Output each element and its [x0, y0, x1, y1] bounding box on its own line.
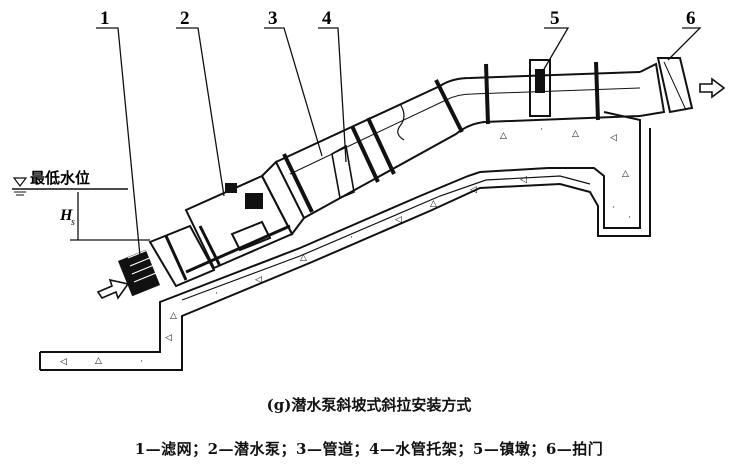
- svg-text:△: △: [170, 311, 177, 321]
- leader-lines: [96, 27, 702, 257]
- water-level-label: 最低水位: [30, 169, 90, 187]
- callout-3: 3: [268, 8, 278, 29]
- pipe-flanges: [282, 61, 600, 213]
- concrete-hatching: ◁ △ · ◁ △ · ◁ △ · ◁ △ ◁ △ · △ ◁ △ · ◁ ·: [60, 125, 631, 367]
- pipe-support: [331, 144, 355, 200]
- svg-text:◁: ◁: [395, 215, 402, 225]
- callout-4: 4: [322, 8, 332, 29]
- concrete-foundation: [39, 111, 651, 371]
- submersible-pump: [148, 160, 306, 288]
- svg-text:△: △: [500, 131, 507, 141]
- depth-subscript: s: [71, 217, 75, 228]
- svg-text:◁: ◁: [165, 333, 172, 343]
- svg-text:◁: ◁: [470, 185, 477, 195]
- figure-legend: 1—滤网；2—潜水泵；3—管道；4—水管托架；5—镇墩；6—拍门: [134, 440, 604, 458]
- svg-text:◁: ◁: [255, 275, 262, 285]
- svg-text:·: ·: [350, 233, 353, 243]
- svg-text:△: △: [622, 169, 629, 179]
- callout-1: 1: [100, 8, 110, 29]
- outflow-arrow: [699, 77, 726, 99]
- pipeline: [275, 71, 641, 219]
- callout-5: 5: [550, 8, 560, 29]
- flap-gate: [639, 57, 694, 117]
- submergence-depth: H s: [59, 192, 150, 241]
- callout-6: 6: [686, 8, 696, 29]
- svg-text:△: △: [300, 253, 307, 263]
- svg-text:◁: ◁: [520, 175, 527, 185]
- svg-text:·: ·: [628, 213, 631, 223]
- svg-text:△: △: [430, 199, 437, 209]
- svg-text:·: ·: [140, 357, 143, 367]
- callout-2: 2: [180, 8, 190, 29]
- svg-text:·: ·: [612, 203, 615, 213]
- minimum-water-level: 最低水位: [12, 169, 128, 196]
- inflow-arrow: [96, 278, 130, 300]
- thrust-block: [529, 59, 551, 117]
- svg-text:△: △: [572, 129, 579, 139]
- svg-text:◁: ◁: [60, 357, 67, 367]
- depth-label: H: [59, 207, 73, 224]
- installation-diagram: ◁ △ · ◁ △ · ◁ △ · ◁ △ ◁ △ · △ ◁ △ · ◁ · 最低水位 H s: [12, 8, 726, 371]
- figure-caption: (g)潜水泵斜坡式斜拉安装方式: [266, 396, 472, 414]
- svg-text:·: ·: [540, 125, 543, 135]
- svg-text:·: ·: [215, 289, 218, 299]
- svg-text:△: △: [95, 356, 102, 366]
- filter-screen: [117, 248, 161, 297]
- svg-text:◁: ◁: [610, 133, 617, 143]
